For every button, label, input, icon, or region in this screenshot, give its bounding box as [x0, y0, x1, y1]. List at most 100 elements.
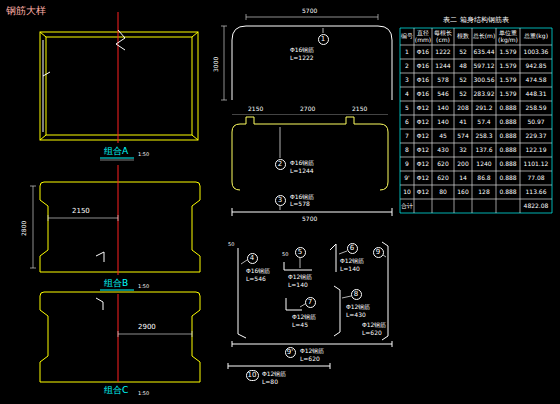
table-cell: 474.58 — [520, 73, 552, 87]
table-header: 每根长(cm) — [432, 28, 454, 45]
table-cell: 635.44 — [472, 45, 496, 59]
leader-line — [241, 260, 247, 264]
table-cell: 0.888 — [496, 171, 520, 185]
dimension-label: 2150 — [352, 106, 367, 113]
group-title: 组合C — [104, 386, 128, 396]
callout-number: 6 — [350, 245, 354, 252]
title-underline — [100, 158, 134, 159]
table-header: 总长(m) — [472, 28, 496, 45]
dimension-line — [48, 215, 118, 221]
table-cell: 200 — [454, 157, 472, 171]
table-cell: 597.12 — [472, 59, 496, 73]
table-cell: 0.888 — [496, 115, 520, 129]
table-cell: 1.579 — [496, 73, 520, 87]
table-cell: 140 — [432, 101, 454, 115]
table-cell: 300.56 — [472, 73, 496, 87]
callout-circle: 1 — [318, 34, 329, 45]
dimension-line — [30, 186, 36, 268]
rebar-mark — [96, 252, 104, 262]
leader-line — [342, 296, 351, 298]
dimension-label: L=45 — [292, 322, 308, 329]
rebar-shape — [228, 363, 330, 369]
table-cell: 137.6 — [472, 143, 496, 157]
dimension-label: L=430 — [346, 312, 366, 319]
callout-number: 2 — [278, 161, 282, 168]
table-cell: 2 — [400, 59, 414, 73]
rebar-shape — [232, 341, 392, 347]
section-outline — [40, 182, 200, 272]
table-rule — [400, 101, 552, 102]
callout-number: 5 — [298, 249, 302, 256]
center-line — [118, 294, 119, 382]
leader-line — [339, 251, 347, 254]
callout-number: 10 — [248, 372, 257, 379]
table-cell: 4 — [400, 87, 414, 101]
dimension-label: 2150 — [72, 208, 90, 216]
center-line — [118, 12, 119, 143]
callout-circle: 2 — [275, 159, 286, 170]
dimension-label: L=1244 — [290, 168, 314, 175]
dimension-label: L=620 — [362, 330, 382, 337]
rebar-mark — [96, 298, 103, 310]
dimension-label: L=546 — [246, 276, 266, 283]
section-inner — [46, 37, 192, 135]
dimension-label: Φ12钢筋 — [300, 348, 324, 355]
callout-number: 7 — [308, 299, 312, 306]
callout-circle: 10 — [246, 370, 259, 381]
corner-mark — [40, 32, 198, 140]
table-cell: 52 — [454, 73, 472, 87]
dimension-label: Φ16钢筋 — [246, 268, 270, 275]
rebar-shape — [238, 248, 246, 338]
callout-circle: 9 — [373, 247, 384, 258]
table-cell: 113.66 — [520, 185, 552, 199]
table-rule — [400, 28, 401, 213]
rebar-mark — [116, 30, 125, 50]
callout-circle: 9' — [285, 347, 296, 358]
table-cell: 1222 — [432, 45, 454, 59]
rebar-shape — [334, 286, 340, 336]
table-cell: 430 — [432, 143, 454, 157]
table-cell: 1.579 — [496, 87, 520, 101]
table-cell: 8 — [400, 143, 414, 157]
dimension-label: 2900 — [138, 324, 156, 332]
table-cell: 80 — [432, 185, 454, 199]
leader-line — [300, 258, 301, 268]
table-cell: 32 — [454, 143, 472, 157]
table-rule — [400, 171, 552, 172]
table-header: 单位重(kg/m) — [496, 28, 520, 45]
section-outline — [40, 292, 200, 382]
table-rule — [432, 28, 433, 213]
table-cell: 546 — [432, 87, 454, 101]
table-title: 表二 箱身结构钢筋表 — [400, 16, 552, 26]
dimension-line — [118, 331, 192, 337]
callout-number: 8 — [354, 291, 358, 298]
dimension-label: Φ12钢筋 — [292, 314, 316, 321]
dimension-line — [232, 114, 388, 115]
table-rule — [400, 59, 552, 60]
dimension-label: 2150 — [248, 106, 263, 113]
table-cell: 620 — [432, 171, 454, 185]
rebar-shape — [284, 262, 312, 270]
table-rule — [400, 199, 552, 200]
table-cell: 122.19 — [520, 143, 552, 157]
dimension-label: L=140 — [340, 266, 360, 273]
dimension-label: Φ16钢筋 — [290, 160, 314, 167]
table-cell: 41 — [454, 115, 472, 129]
callout-number: 9 — [376, 249, 380, 256]
table-cell: 48 — [454, 59, 472, 73]
table-cell: Φ16 — [414, 45, 432, 59]
table-cell: Φ12 — [414, 115, 432, 129]
dimension-label: 50 — [282, 252, 288, 258]
table-cell: 9 — [400, 157, 414, 171]
dimension-label: 1:50 — [138, 152, 149, 158]
dimension-label: L=620 — [300, 356, 320, 363]
table-cell: 229.37 — [520, 129, 552, 143]
dimension-label: 1:50 — [138, 284, 149, 290]
callout-circle: 8 — [351, 289, 362, 300]
dimension-label: 5700 — [302, 8, 317, 15]
table-cell: 0.888 — [496, 157, 520, 171]
table-header: 总重(kg) — [520, 28, 552, 45]
table-cell: 258.59 — [520, 101, 552, 115]
table-rule — [472, 28, 473, 213]
table-cell: 7 — [400, 129, 414, 143]
